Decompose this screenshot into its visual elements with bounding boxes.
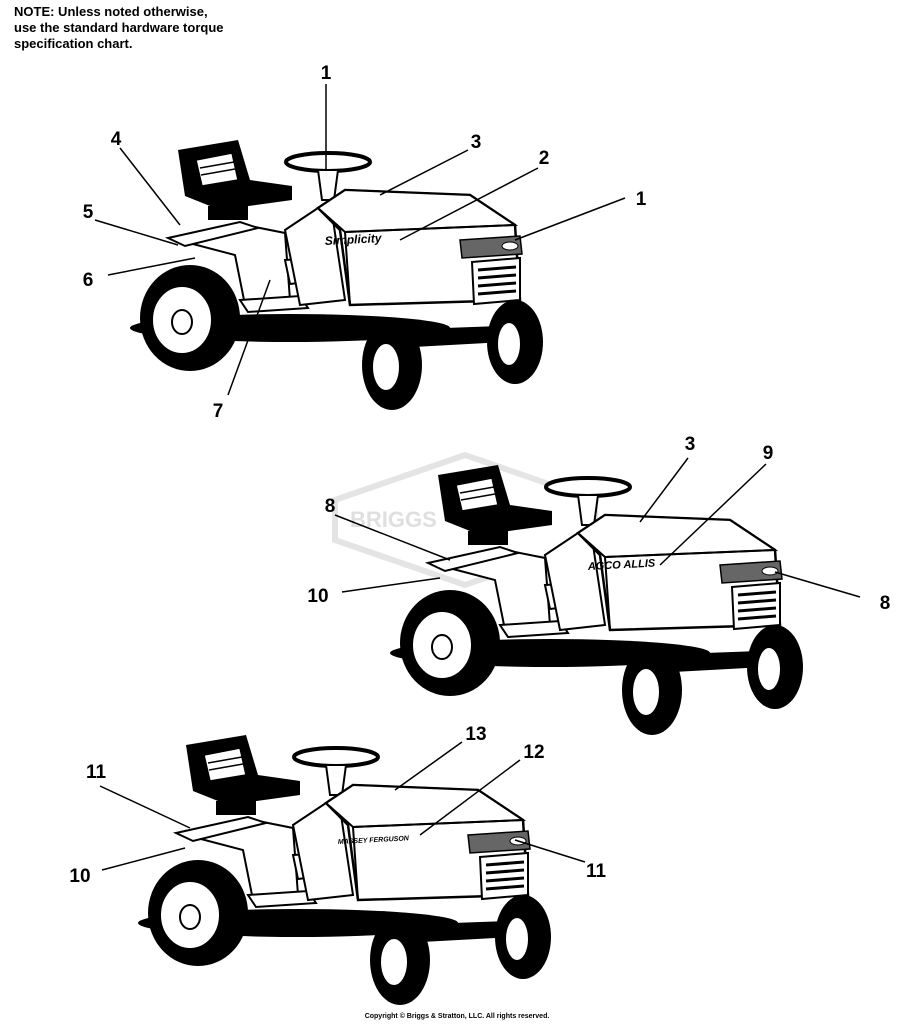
tractor-middle-leader-lines [334, 457, 861, 598]
tractor-top-leader-lines [94, 84, 626, 396]
callout-2: 2 [539, 148, 550, 169]
tractor-bottom-leader-lines [99, 741, 586, 871]
callout-1-front: 1 [636, 189, 647, 210]
callout-7: 7 [213, 401, 224, 422]
callout-8-rear: 8 [325, 496, 336, 517]
tractor-middle: AGCO ALLIS 3 9 8 8 10 [307, 434, 891, 737]
callout-10-middle: 10 [307, 586, 328, 607]
tractor-top: Simplicity 1 2 3 1 4 5 6 7 [83, 63, 647, 422]
watermark-text: BRIGGS [350, 507, 437, 532]
tractor-top-brand: Simplicity [324, 231, 383, 248]
callout-3: 3 [471, 132, 482, 153]
note-line-2: use the standard hardware torque [14, 20, 224, 35]
callout-8-front: 8 [880, 593, 891, 614]
callout-11-front: 11 [586, 861, 607, 882]
callout-12: 12 [523, 742, 544, 763]
note-line-1: NOTE: Unless noted otherwise, [14, 4, 208, 19]
callout-11-rear: 11 [86, 762, 107, 783]
tractor-middle-brand: AGCO ALLIS [587, 557, 657, 573]
callout-4: 4 [111, 129, 122, 150]
note-line-3: specification chart. [14, 36, 133, 51]
callout-1: 1 [321, 63, 332, 84]
tractor-bottom: MASSEY FERGUSON 13 12 11 11 10 [69, 724, 607, 1007]
tractor-bottom-brand: MASSEY FERGUSON [338, 835, 410, 846]
callout-5: 5 [83, 202, 94, 223]
callout-10-bottom: 10 [69, 866, 90, 887]
callout-3-middle: 3 [685, 434, 696, 455]
callout-13: 13 [465, 724, 486, 745]
callout-9: 9 [763, 443, 774, 464]
copyright-notice: Copyright © Briggs & Stratton, LLC. All … [364, 1013, 550, 1020]
callout-6: 6 [83, 270, 94, 291]
torque-note: NOTE: Unless noted otherwise, use the st… [14, 4, 224, 52]
